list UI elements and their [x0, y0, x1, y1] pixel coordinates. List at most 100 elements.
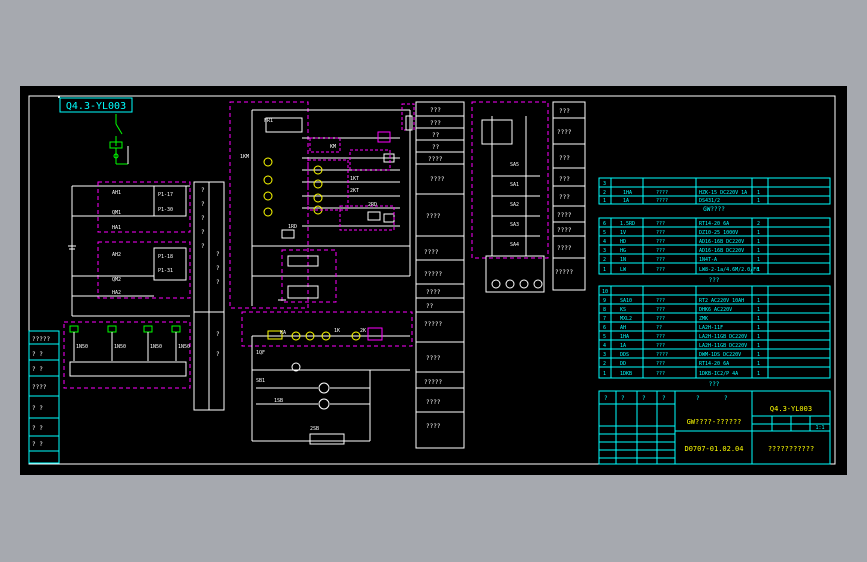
- table-cell: ???: [656, 298, 665, 304]
- table-cell: DD: [620, 361, 626, 367]
- table-cell: LA2H-11F: [699, 325, 723, 331]
- table-cell: ???: [656, 221, 665, 227]
- table-cell: RT14-20 6A: [699, 221, 729, 227]
- legend-text: ????: [32, 384, 47, 391]
- middle-column: ??? ??? ?? ?? ???? ???? ???? ???? ????? …: [415, 101, 465, 449]
- table-cell: DHK6 AC220V: [699, 307, 732, 313]
- strip-text: ?: [216, 331, 220, 338]
- table-cell: 1: [757, 371, 760, 377]
- legend-text: ? ?: [32, 405, 43, 412]
- table-cell: AD16-16B DC220V: [699, 248, 744, 254]
- list-item: ????: [426, 289, 441, 296]
- strip-text: ?: [216, 351, 220, 358]
- schematic-label: QM2: [112, 277, 121, 283]
- schematic-label: P1-31: [158, 268, 173, 274]
- table-heading: ???: [709, 381, 720, 388]
- list-item: ???: [559, 155, 570, 162]
- table-cell: 1: [603, 198, 606, 204]
- table-cell: 1: [757, 343, 760, 349]
- list-item: ????: [430, 176, 445, 183]
- title-cell: ?: [724, 395, 728, 402]
- table-cell: LW8-2-1a/4.6M/2.0/F8: [699, 267, 759, 273]
- schematic-label: 2K: [360, 328, 366, 334]
- parts-table-1: 3 2 1HA ???? HZK-15 DC220V 1A 1 1 1A ???…: [598, 177, 831, 213]
- schematic-label: KM: [330, 144, 336, 150]
- schematic-label: 2SB: [310, 426, 319, 432]
- title-cell: ?: [696, 395, 700, 402]
- schematic-label: FR1: [264, 118, 273, 124]
- title-cell: ?: [662, 395, 666, 402]
- table-cell: 1: [757, 198, 760, 204]
- right-column: ??? ???? ??? ??? ??? ???? ???? ???? ????…: [552, 101, 586, 291]
- table-cell: LA2H-11GB DC220V: [699, 343, 747, 349]
- left-legend: ????? ? ? ? ? ???? ? ? ? ? ? ?: [28, 330, 60, 464]
- table-cell: 1: [757, 325, 760, 331]
- schematic-label: SB1: [256, 378, 265, 384]
- legend-text: ? ?: [32, 366, 43, 373]
- table-cell: AH: [620, 325, 626, 331]
- vertical-strip: ? ? ? ? ? ? ? ? ? ?: [193, 181, 225, 411]
- strip-text: ?: [216, 279, 220, 286]
- main-switch-symbol: [109, 114, 129, 165]
- code-label-box: [59, 97, 133, 113]
- strip-text: ?: [201, 229, 205, 236]
- table-cell: 1N: [620, 257, 626, 263]
- list-item: ???: [430, 120, 441, 127]
- terminal-label: 1N50: [178, 344, 190, 350]
- list-item: ??: [426, 303, 434, 310]
- schematic-label: 1RD: [288, 224, 297, 230]
- table-cell: 1.5RD: [620, 221, 635, 227]
- table-cell: ???: [656, 361, 665, 367]
- table-cell: 4: [603, 239, 606, 245]
- table-cell: 3: [603, 352, 606, 358]
- schematic-label: SA5: [510, 162, 519, 168]
- right-relay-group: SA1 SA2 SA3 SA4 SA5: [471, 101, 549, 293]
- table-cell: 1: [757, 239, 760, 245]
- table-cell: HD: [620, 239, 626, 245]
- table-cell: 6: [603, 325, 606, 331]
- list-item: ???: [559, 194, 570, 201]
- title-cell: ?: [604, 395, 608, 402]
- table-cell: HZK-15 DC220V 1A: [699, 190, 747, 196]
- table-cell: 5: [603, 334, 606, 340]
- schematic-label: AH1: [112, 190, 121, 196]
- table-cell: ????: [656, 352, 668, 358]
- title-block: ? ? ? ? ? ? GW????-?????? Q4.3-YL003 1:1…: [598, 390, 831, 465]
- schematic-label: 1KM: [240, 154, 249, 160]
- parts-table-2: 6 1.5RD ??? RT14-20 6A 2 5 1V ??? DZ10-2…: [598, 217, 831, 284]
- table-cell: 1: [757, 190, 760, 196]
- table-cell: 2: [603, 361, 606, 367]
- schematic-label: KA: [280, 330, 286, 336]
- schematic-label: P1-30: [158, 207, 173, 213]
- table-cell: KS: [620, 307, 626, 313]
- table-cell: ???: [656, 316, 665, 322]
- list-item: ????: [557, 227, 572, 234]
- list-item: ?????: [424, 321, 442, 328]
- drawing-canvas: Q4.3-YL003 ????? ? ? ? ? ???? ? ? ? ? ? …: [20, 86, 847, 475]
- table-cell: ???: [656, 267, 665, 273]
- schematic-label: SA4: [510, 242, 519, 248]
- table-cell: 1V: [620, 230, 626, 236]
- table-cell: RT14-20 6A: [699, 361, 729, 367]
- left-circuit: AH1 QM1 HA1 AH2 QM2 HA2 P1-17 P1-30 P1-1…: [68, 181, 191, 317]
- table-cell: DDS: [620, 352, 629, 358]
- table-cell: 1DKB: [620, 371, 632, 377]
- frame-corner: [58, 96, 60, 98]
- table-cell: ???: [656, 239, 665, 245]
- table-cell: 1: [757, 334, 760, 340]
- table-cell: 1: [757, 307, 760, 313]
- legend-text: ? ?: [32, 425, 43, 432]
- table-cell: 1: [757, 230, 760, 236]
- table-cell: ???: [656, 343, 665, 349]
- schematic-label: 1KT: [350, 176, 359, 182]
- table-cell: 3: [603, 181, 606, 187]
- table-cell: 1A: [620, 343, 626, 349]
- table-cell: 1: [757, 298, 760, 304]
- page-number: 1:1: [815, 425, 824, 431]
- list-item: ?????: [555, 269, 573, 276]
- terminal-label: 1N50: [150, 344, 162, 350]
- list-item: ??: [432, 144, 440, 151]
- schematic-label: 1K: [334, 328, 340, 334]
- title-cell: ?: [621, 395, 625, 402]
- center-circuit-bottom: KA 1K 2K 1QF SB1 1SB 2SB: [241, 311, 413, 445]
